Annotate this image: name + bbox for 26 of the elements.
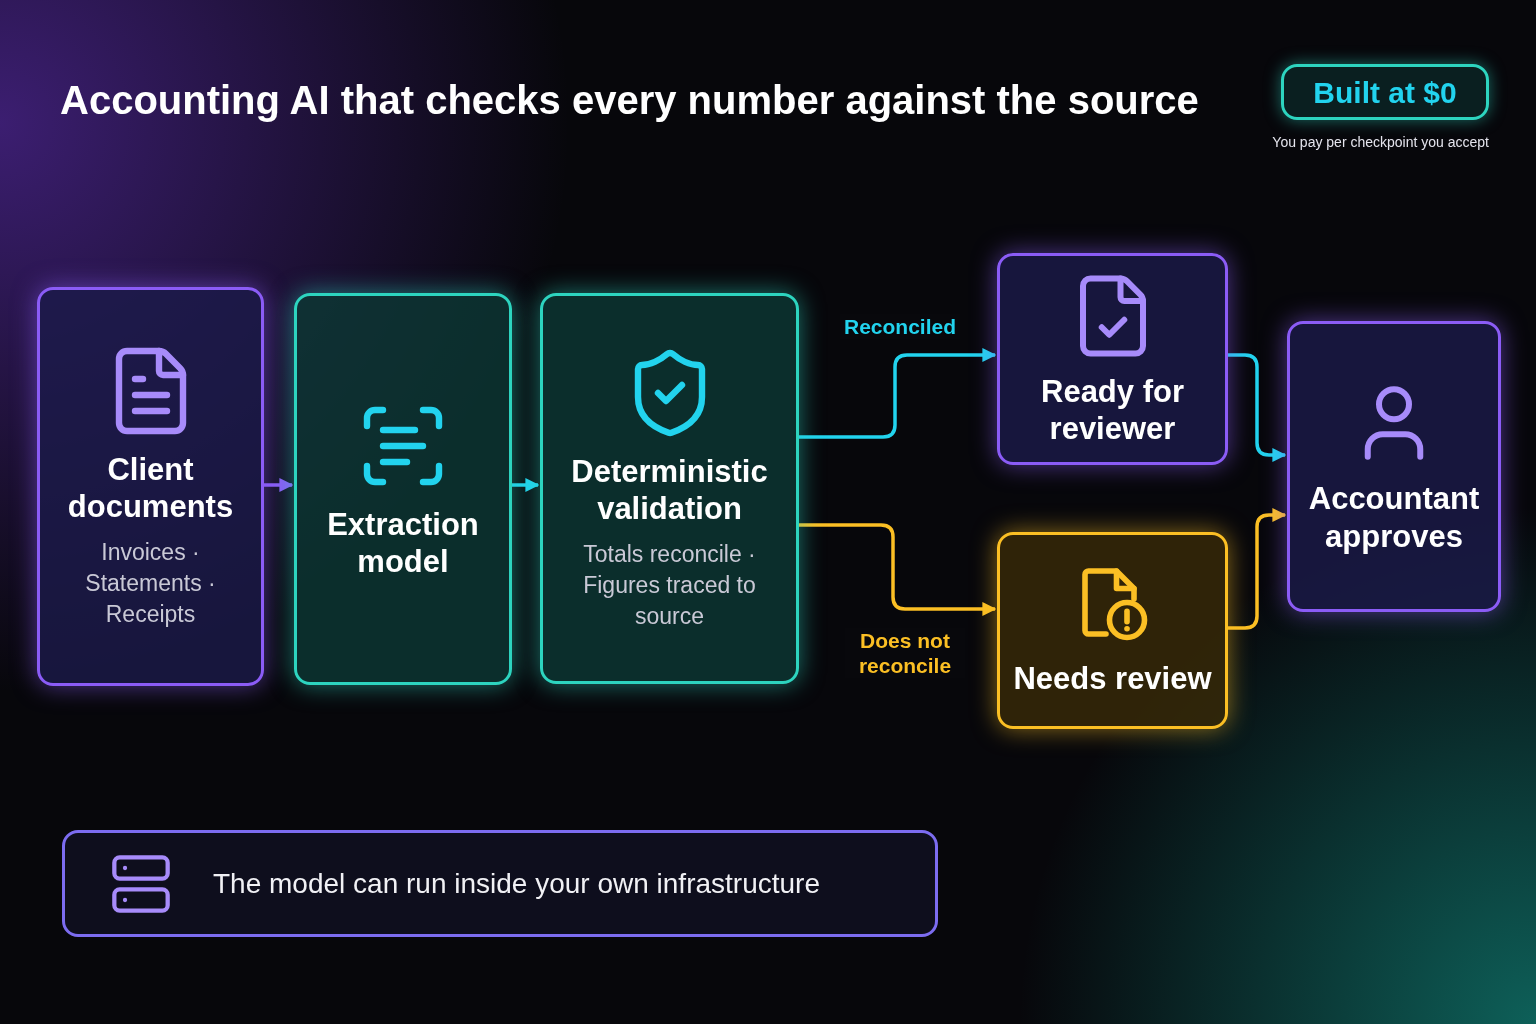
node-title: Needs review (1013, 659, 1212, 698)
node-description: Invoices · Statements · Receipts (84, 538, 217, 630)
badge-note: You pay per checkpoint you accept (1272, 133, 1489, 152)
process-box (37, 287, 264, 686)
node-title: Deterministic validation (570, 452, 769, 528)
arrow (799, 348, 997, 439)
arrow (1228, 353, 1287, 462)
badge-label: Built at $0 (1313, 74, 1457, 111)
process-box (997, 253, 1228, 465)
process-box (997, 532, 1228, 729)
node-description: Totals reconcile · Figures traced to source (582, 540, 757, 632)
note-card (62, 830, 938, 937)
note-text: The model can run inside your own infrastructure (213, 866, 820, 901)
node-title: Client documents (66, 450, 235, 526)
node-title: Accountant approves (1307, 480, 1481, 555)
arrow (512, 478, 540, 492)
node-title: Extraction model (326, 505, 480, 581)
price-badge (1281, 64, 1489, 120)
process-box (540, 293, 799, 684)
diagram-title: Accounting AI that checks every number against the source (60, 77, 1199, 124)
node-title: Ready for reviewer (1040, 372, 1185, 448)
arrow (799, 523, 997, 616)
process-box (294, 293, 512, 685)
arrow (264, 478, 294, 492)
process-box (1287, 321, 1501, 612)
arrow (1228, 508, 1287, 630)
